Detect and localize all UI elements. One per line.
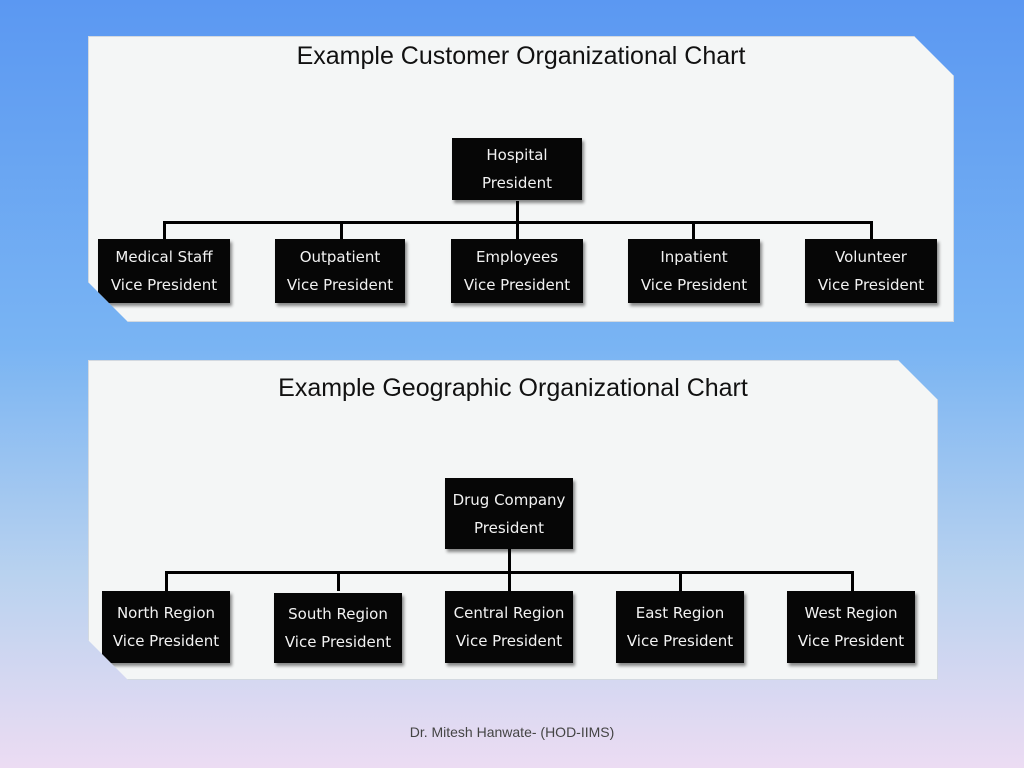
root-node-drug-company-president: Drug Company President [445, 478, 573, 549]
connector [870, 221, 873, 239]
node-line2: Vice President [463, 276, 571, 294]
node-line1: South Region [288, 605, 388, 623]
node-line1: Volunteer [835, 248, 907, 266]
customer-org-chart-panel: Example Customer Organizational Chart Ho… [88, 36, 954, 322]
node-outpatient-vp: Outpatient Vice President [275, 239, 405, 303]
node-employees-vp: Employees Vice President [451, 239, 583, 303]
connector [508, 571, 511, 591]
node-inpatient-vp: Inpatient Vice President [628, 239, 760, 303]
node-line2: President [474, 518, 544, 537]
connector [851, 571, 854, 591]
customer-chart-title: Example Customer Organizational Chart [296, 42, 746, 70]
node-line1: Outpatient [299, 248, 381, 266]
node-line2: Vice President [286, 276, 394, 294]
node-line1: East Region [635, 604, 725, 622]
node-line1: Employees [475, 248, 559, 266]
node-line1: Hospital [486, 146, 548, 164]
node-line1: West Region [804, 604, 898, 622]
node-line2: Vice President [455, 632, 563, 650]
node-line2: Vice President [640, 276, 748, 294]
geographic-chart-title: Example Geographic Organizational Chart [278, 374, 748, 402]
node-volunteer-vp: Volunteer Vice President [805, 239, 937, 303]
node-line1: Inpatient [660, 248, 728, 266]
geographic-org-chart-panel: Example Geographic Organizational Chart … [88, 360, 938, 680]
node-line2: Vice President [112, 632, 220, 650]
node-central-region-vp: Central Region Vice President [445, 591, 573, 663]
node-east-region-vp: East Region Vice President [616, 591, 744, 663]
connector [692, 221, 695, 239]
node-line2: Vice President [626, 632, 734, 650]
node-south-region-vp: South Region Vice President [274, 593, 402, 663]
node-line1: Medical Staff [115, 248, 213, 266]
node-medical-staff-vp: Medical Staff Vice President [98, 239, 230, 303]
connector [337, 571, 340, 591]
node-line1: North Region [116, 604, 216, 622]
connector [679, 571, 682, 591]
connector [516, 221, 519, 239]
connector [165, 571, 168, 591]
node-line1: Drug Company [452, 490, 566, 509]
connector [508, 549, 511, 573]
node-west-region-vp: West Region Vice President [787, 591, 915, 663]
node-line2: Vice President [797, 632, 905, 650]
root-node-hospital-president: Hospital President [452, 138, 582, 200]
node-north-region-vp: North Region Vice President [102, 591, 230, 663]
node-line2: President [482, 174, 552, 192]
connector [163, 221, 166, 239]
footer-credit: Dr. Mitesh Hanwate- (HOD-IIMS) [409, 724, 615, 740]
connector [340, 221, 343, 239]
connector [516, 201, 519, 223]
node-line2: Vice President [284, 633, 392, 651]
node-line1: Central Region [453, 604, 565, 622]
node-line2: Vice President [110, 276, 218, 294]
node-line2: Vice President [817, 276, 925, 294]
